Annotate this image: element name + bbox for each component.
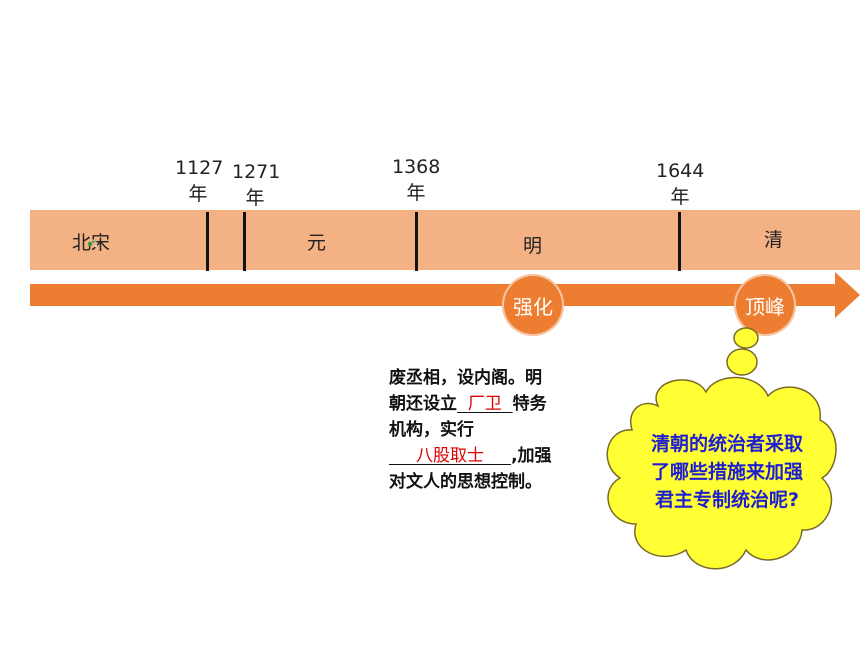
divider-1127 (206, 212, 209, 271)
era-ming: 明 (523, 235, 543, 257)
divider-1644 (678, 212, 681, 271)
thought-cloud (606, 327, 837, 570)
divider-1368 (415, 212, 418, 271)
desc-line-4: 八股取士 ,加强 (389, 443, 604, 469)
blank-baguqushi: 八股取士 (416, 446, 485, 466)
desc-line-5: 对文人的思想控制。 (389, 472, 542, 492)
loading-dots-icon (87, 239, 98, 248)
qing-question: 清朝的统治者采取 了哪些措施来加强 君主专制统治呢? (650, 433, 803, 511)
desc-line-3: 机构，实行 (389, 420, 474, 440)
desc-line-1: 废丞相，设内阁。明 (389, 368, 542, 388)
era-qing: 清 (764, 229, 784, 251)
timeline-band (30, 210, 860, 270)
era-yuan: 元 (307, 232, 327, 254)
desc-line-2: 朝还设立 厂卫 特务 (389, 394, 547, 414)
strengthen-marker: 强化 (502, 274, 564, 336)
ming-description: 废丞相，设内阁。明 朝还设立 厂卫 特务 机构，实行 八股取士 ,加强 对文人的… (389, 365, 604, 495)
timeline-arrow (30, 272, 860, 318)
peak-marker: 顶峰 (734, 274, 796, 336)
divider-1271 (243, 212, 246, 271)
blank-changwei: 厂卫 (467, 394, 502, 414)
